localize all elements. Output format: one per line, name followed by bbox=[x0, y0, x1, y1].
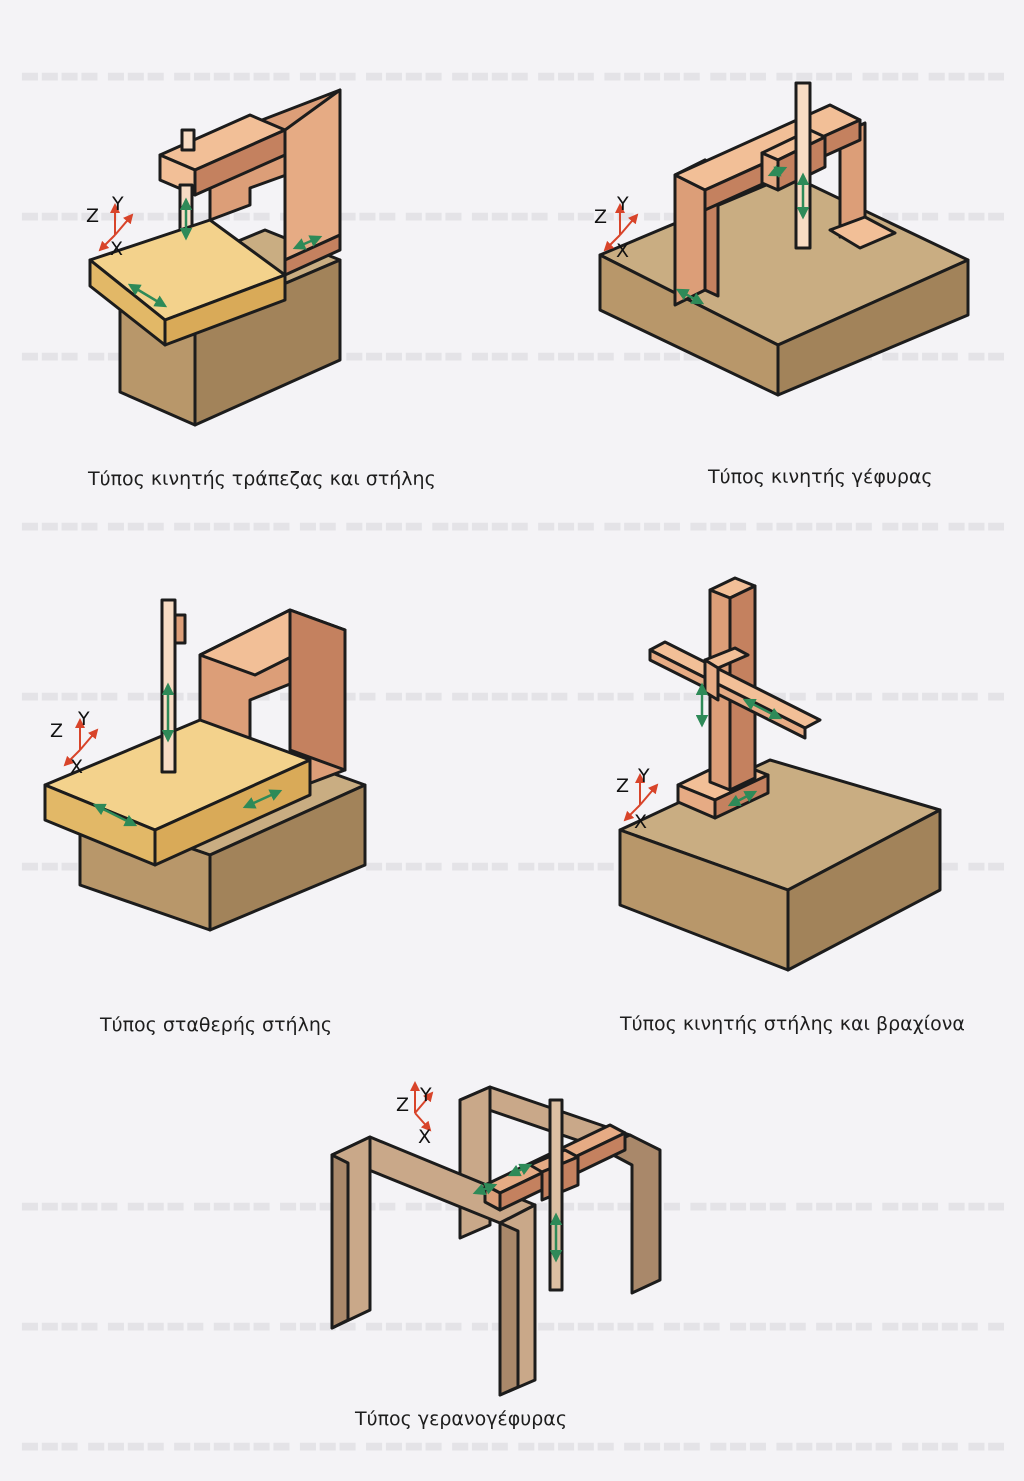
figure-moving-column-arm: Z Y X bbox=[610, 560, 960, 980]
moving-table-column-drawing: Z Y X bbox=[86, 88, 342, 427]
figure-moving-table-column: Z Y X bbox=[70, 60, 390, 430]
axis-x-label: X bbox=[616, 240, 629, 262]
caption-moving-column-arm: Τύπος κινητής στήλης και βραχίονα bbox=[620, 1013, 965, 1035]
figure-moving-bridge: Z Y X bbox=[590, 65, 980, 415]
moving-bridge-drawing: Z Y X bbox=[594, 81, 970, 397]
axis-x-label: X bbox=[418, 1126, 431, 1148]
axis-triad bbox=[623, 773, 659, 822]
fixed-column-drawing: Z Y X bbox=[43, 598, 367, 932]
axis-z-label: Z bbox=[86, 205, 99, 227]
figure-gantry: Z Y X bbox=[320, 1075, 680, 1397]
axis-triad bbox=[63, 718, 99, 767]
axis-triad bbox=[603, 203, 639, 252]
caption-gantry: Τύπος γερανογέφυρας bbox=[355, 1408, 567, 1430]
axis-z-label: Z bbox=[616, 775, 629, 797]
axis-z-label: Z bbox=[396, 1094, 409, 1116]
caption-moving-table-column: Τύπος κινητής τράπεζας και στήλης bbox=[88, 468, 436, 490]
axis-y-label: Y bbox=[111, 193, 124, 215]
figure-fixed-column: Z Y X bbox=[40, 535, 380, 935]
axis-triad bbox=[98, 203, 134, 252]
caption-moving-bridge: Τύπος κινητής γέφυρας bbox=[708, 466, 933, 488]
caption-fixed-column: Τύπος σταθερής στήλης bbox=[100, 1014, 333, 1036]
axis-triad bbox=[410, 1081, 434, 1132]
axis-y-label: Y bbox=[616, 193, 629, 215]
axis-z-label: Z bbox=[594, 206, 607, 228]
axis-y-label: Y bbox=[77, 708, 90, 730]
gantry-drawing: Z Y X bbox=[330, 1081, 662, 1397]
axis-x-label: X bbox=[70, 756, 83, 778]
moving-column-arm-drawing: Z Y X bbox=[616, 576, 942, 972]
axis-y-label: Y bbox=[419, 1084, 432, 1106]
axis-z-label: Z bbox=[50, 720, 63, 742]
axis-y-label: Y bbox=[637, 765, 650, 787]
axis-x-label: X bbox=[110, 238, 123, 260]
axis-x-label: X bbox=[634, 811, 647, 833]
